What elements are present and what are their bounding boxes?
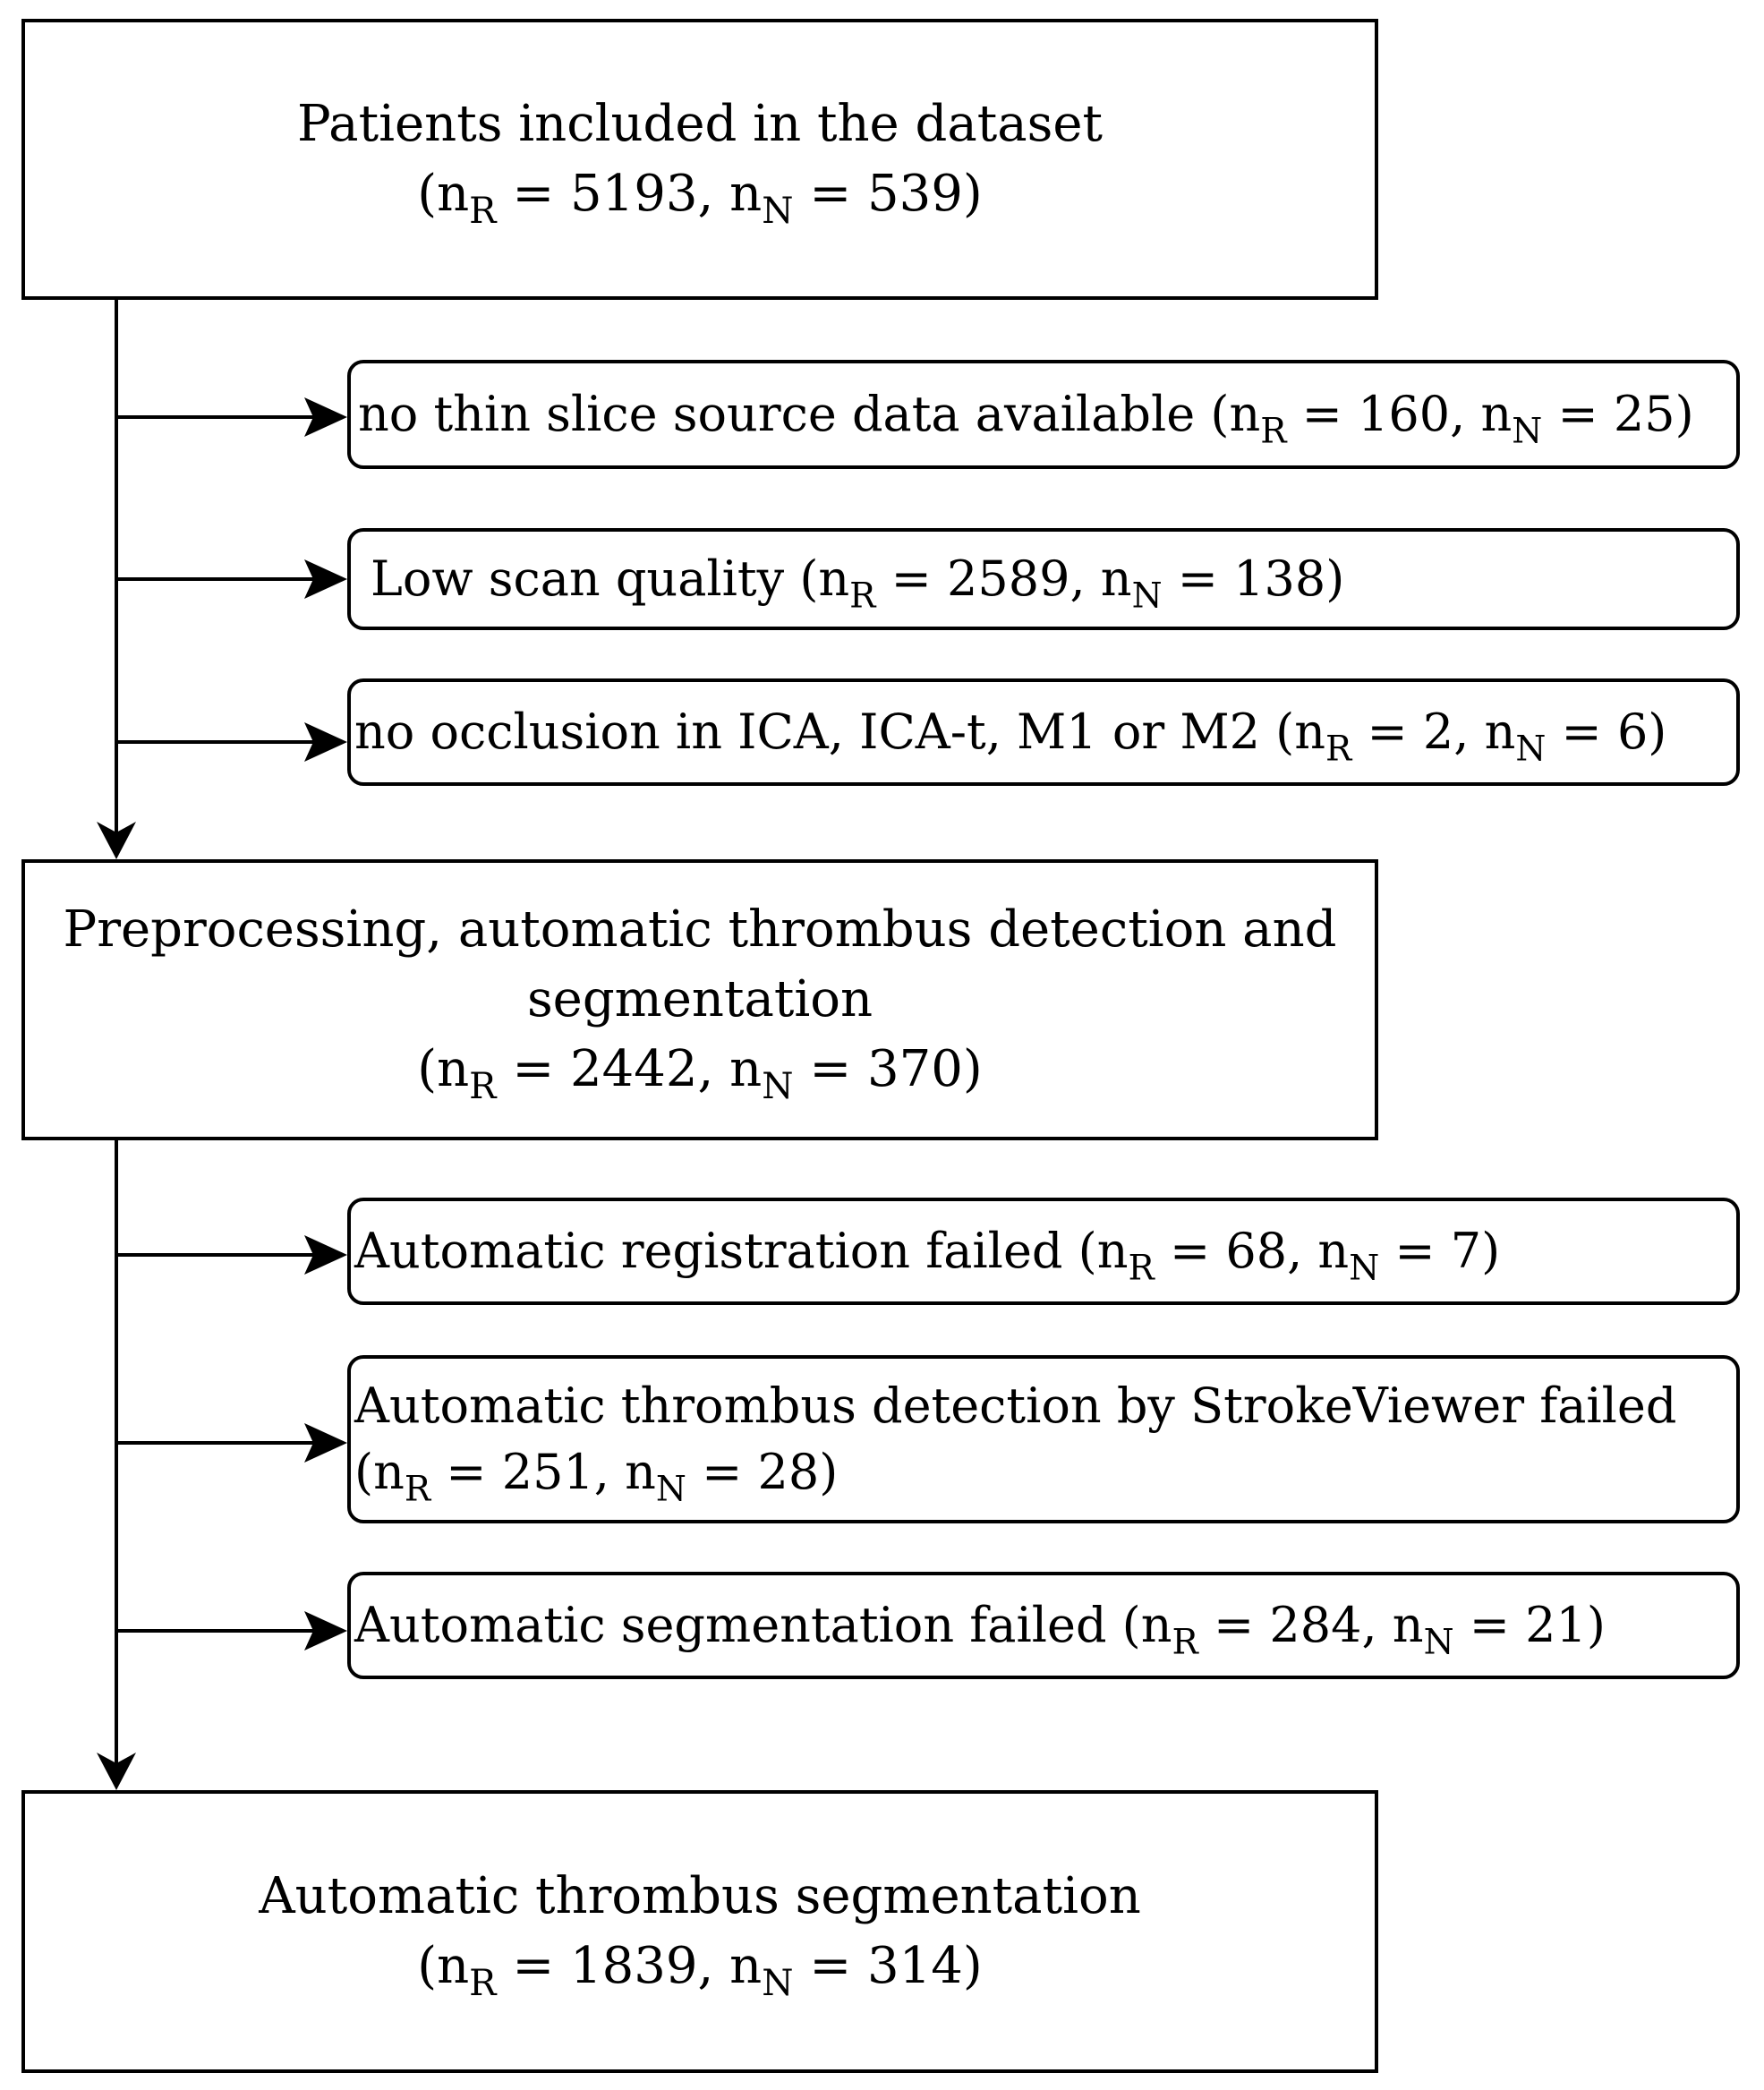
start-box: Patients included in the dataset (nR = 5…	[21, 19, 1378, 300]
end-counts: (nR = 1839, nN = 314)	[417, 1937, 983, 2005]
exclusion-box-3: no occlusion in ICA, ICA-t, M1 or M2 (nR…	[347, 678, 1740, 786]
start-counts: (nR = 5193, nN = 539)	[417, 165, 983, 233]
end-box: Automatic thrombus segmentation (nR = 18…	[21, 1790, 1378, 2073]
middle-title-line-1: Preprocessing, automatic thrombus detect…	[63, 900, 1337, 959]
exclusion-box-5: Automatic thrombus detection by StrokeVi…	[347, 1355, 1740, 1523]
exclusion-2-text: Low scan quality (nR = 2589, nN = 138)	[371, 550, 1345, 617]
exclusion-box-1: no thin slice source data available (nR …	[347, 360, 1740, 469]
exclusion-4-text: Automatic registration failed (nR = 68, …	[354, 1223, 1501, 1289]
trunk-arrowhead-1	[97, 822, 136, 859]
exclusion-box-6: Automatic segmentation failed (nR = 284,…	[347, 1572, 1740, 1679]
middle-title-line-2: segmentation	[526, 970, 873, 1028]
start-title: Patients included in the dataset	[297, 95, 1103, 153]
middle-box: Preprocessing, automatic thrombus detect…	[21, 859, 1378, 1140]
exclusion-5-counts: (nR = 251, nN = 28)	[354, 1444, 839, 1510]
exclusion-1-text: no thin slice source data available (nR …	[358, 386, 1694, 452]
exclusion-3-text: no occlusion in ICA, ICA-t, M1 or M2 (nR…	[354, 704, 1667, 770]
trunk-arrowhead-2	[97, 1753, 136, 1790]
exclusion-6-text: Automatic segmentation failed (nR = 284,…	[354, 1597, 1606, 1663]
exclusion-5-text: Automatic thrombus detection by StrokeVi…	[354, 1378, 1677, 1434]
exclusion-box-4: Automatic registration failed (nR = 68, …	[347, 1198, 1740, 1305]
exclusion-box-2: Low scan quality (nR = 2589, nN = 138)	[347, 528, 1740, 630]
middle-counts: (nR = 2442, nN = 370)	[417, 1040, 983, 1108]
end-title: Automatic thrombus segmentation	[259, 1867, 1141, 1925]
